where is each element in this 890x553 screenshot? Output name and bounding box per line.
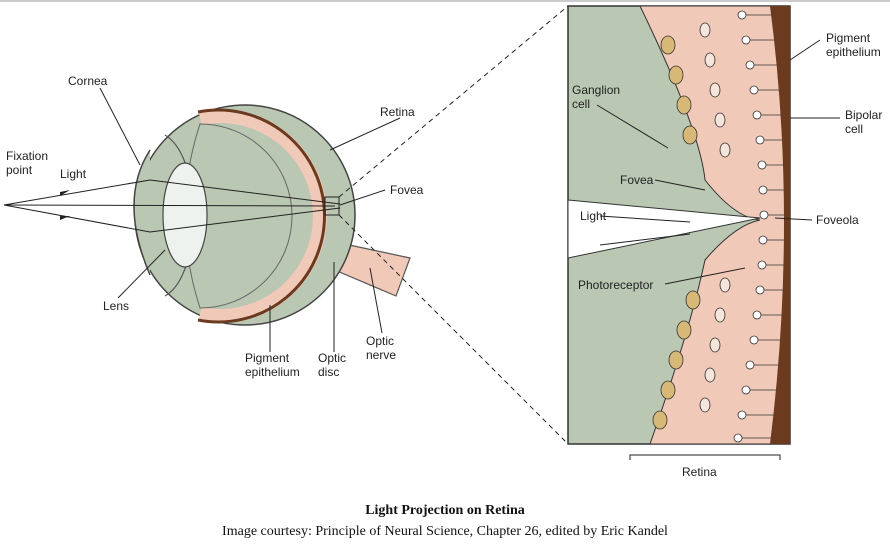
ganglion-cells: [652, 35, 701, 430]
retina-band: [198, 109, 327, 323]
caption-credit: Image courtesy: Principle of Neural Scie…: [222, 524, 668, 539]
label-ganglion-cell-2: cell: [572, 97, 590, 111]
light-arrow-a: [599, 215, 691, 223]
zoom-line-bottom: [338, 214, 569, 445]
label-pigment-epithelium-right-2: epithelium: [826, 45, 881, 59]
label-bipolar-cell-2: cell: [845, 122, 863, 136]
label-photoreceptor: Photoreceptor: [578, 278, 653, 292]
label-retina-top: Retina: [380, 105, 415, 119]
pigment-line-left: [197, 108, 326, 324]
label-optic-disc-1: Optic: [318, 351, 346, 365]
label-fovea-left: Fovea: [390, 183, 424, 197]
label-fixation-point-2: point: [6, 163, 33, 177]
fovea-box: [324, 196, 340, 216]
eye-retina-diagram: Fixation point Light Cornea Retina Fovea…: [0, 0, 890, 479]
label-retina-bottom: Retina: [682, 465, 717, 479]
light-arrow-b: [599, 233, 691, 246]
pigment-epithelium-layer: [770, 6, 790, 444]
label-ganglion-cell-1: Ganglion: [572, 83, 620, 97]
caption-title: Light Projection on Retina: [365, 503, 525, 518]
light-arrow-1: [60, 190, 70, 196]
leader-lines-left: [99, 87, 401, 352]
label-light-left: Light: [60, 167, 87, 181]
label-bipolar-cell-1: Bipolar: [845, 108, 882, 122]
label-light-right: Light: [580, 209, 607, 223]
light-arrow-2: [60, 216, 70, 220]
label-optic-nerve-1: Optic: [366, 334, 394, 348]
light-axis: [3, 204, 336, 207]
label-fixation-point-1: Fixation: [6, 149, 48, 163]
bipolar-cells: [699, 22, 731, 413]
retina-bracket: [629, 454, 781, 460]
label-cornea: Cornea: [68, 74, 108, 88]
label-pigment-epithelium-left-1: Pigment: [245, 351, 290, 365]
label-pigment-epithelium-left-2: epithelium: [245, 365, 300, 379]
label-foveola: Foveola: [816, 213, 859, 227]
light-rays: [3, 179, 341, 233]
figure-caption: Light Projection on Retina Image courtes…: [0, 500, 890, 542]
label-pigment-epithelium-right-1: Pigment: [826, 31, 871, 45]
zoom-line-top: [338, 5, 569, 198]
leader-lines-right: [596, 39, 840, 285]
label-optic-nerve-2: nerve: [366, 348, 396, 362]
label-lens: Lens: [103, 299, 129, 313]
retina-zoom-panel: [567, 5, 791, 445]
label-fovea-right: Fovea: [620, 173, 654, 187]
label-optic-disc-2: disc: [318, 365, 339, 379]
cornea-shape: [133, 149, 151, 276]
lens-shape: [162, 162, 208, 268]
eye-cross-section: [3, 5, 569, 445]
